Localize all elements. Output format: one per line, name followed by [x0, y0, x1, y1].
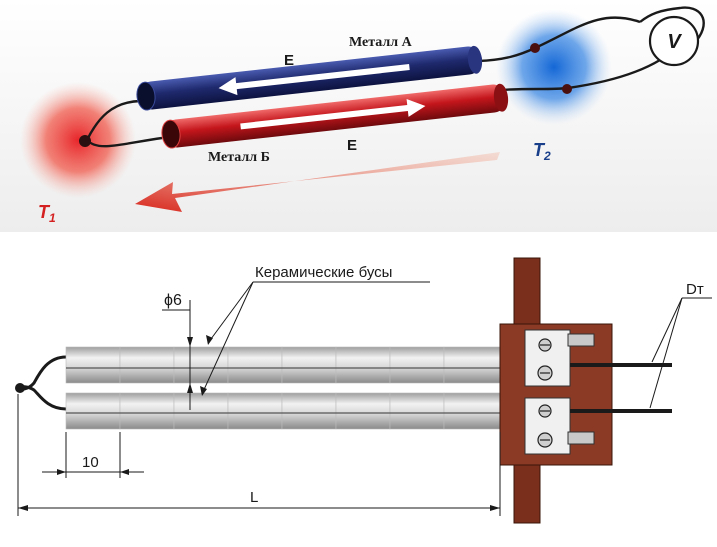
- hot-junction-glow: [20, 82, 136, 198]
- voltmeter-label: V: [667, 31, 682, 53]
- rod-metal-b: [161, 83, 509, 149]
- voltmeter-loop-wire: [639, 6, 705, 41]
- current-arrow-a: [218, 64, 410, 96]
- heat-flow-arrow: [135, 152, 500, 212]
- emf-label-lower: E: [347, 137, 357, 154]
- metal-a-label: Металл А: [349, 35, 413, 50]
- voltmeter-icon: [648, 15, 700, 67]
- dimension-10-label: 10: [82, 454, 99, 471]
- junction-wire-upper: [16, 355, 67, 391]
- terminal-flange: [499, 257, 613, 524]
- bead-row-upper: [65, 346, 501, 384]
- diameter-label: ϕ6: [164, 292, 182, 309]
- rod-metal-a: [136, 45, 483, 111]
- dimension-l-label: L: [250, 489, 258, 506]
- dt-leader-upper: [651, 297, 683, 363]
- hot-junction-point: [79, 135, 91, 147]
- beads-leader-upper: [207, 281, 254, 344]
- metal-b-label: Металл Б: [208, 150, 270, 165]
- cold-junction-glow: [496, 9, 612, 125]
- dt-leader-lower: [649, 297, 683, 409]
- beads-leader-lower: [201, 281, 254, 395]
- bead-row-lower: [65, 392, 501, 430]
- emf-label-upper: E: [284, 52, 294, 69]
- beads-label: Керамические бусы: [255, 264, 392, 281]
- dt-label: Dт: [686, 281, 704, 298]
- junction-bead: [15, 383, 25, 393]
- cold-junction-point-a: [530, 43, 540, 53]
- cold-junction-point-b: [562, 84, 572, 94]
- current-arrow-b: [240, 99, 426, 130]
- t2-label: T2: [533, 140, 551, 163]
- bolt-icon: [567, 333, 595, 347]
- wire-a-to-voltmeter: [477, 16, 641, 63]
- t1-label: T1: [38, 202, 56, 225]
- bolt-icon: [567, 431, 595, 445]
